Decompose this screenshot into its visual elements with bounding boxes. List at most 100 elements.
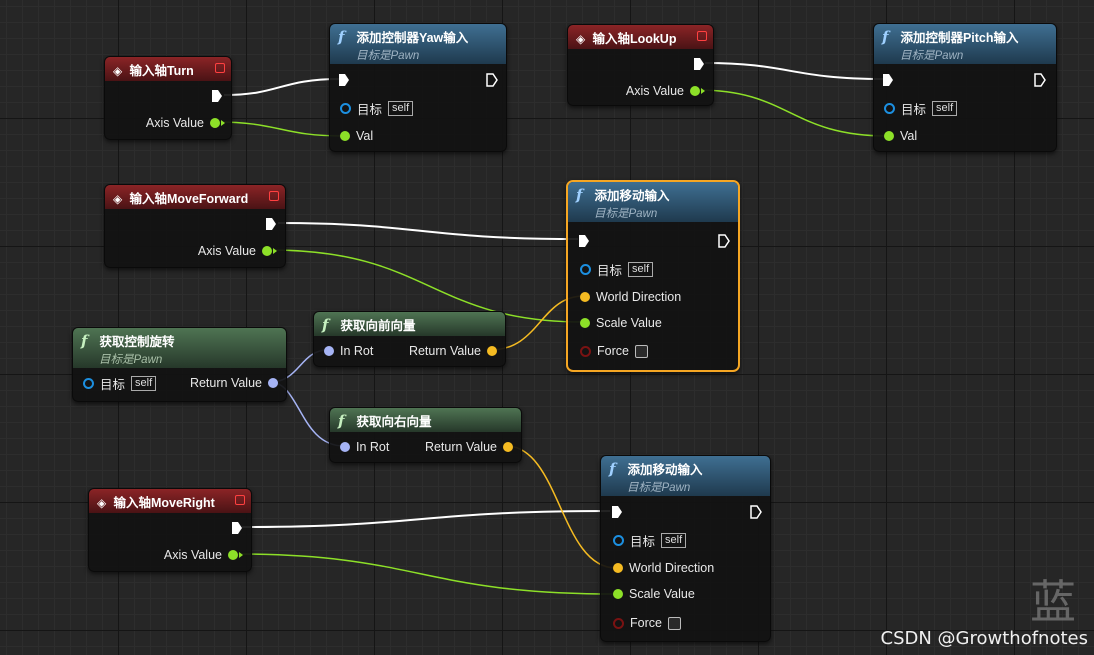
exec-in-pin[interactable]: [338, 73, 350, 87]
exec-out-pin[interactable]: [231, 521, 243, 535]
float-in-pin[interactable]: [340, 131, 350, 141]
target-row: 目标 self: [580, 260, 654, 278]
node-subtitle: 目标是Pawn: [627, 482, 691, 494]
node-header[interactable]: f 获取向前向量: [314, 312, 505, 336]
exec-wire-lookup-pitch: [704, 62, 885, 80]
pin-label: Val: [900, 129, 918, 143]
rotator-out-pin[interactable]: [268, 378, 278, 388]
target-pin[interactable]: [884, 102, 895, 114]
float-out-pin[interactable]: [228, 550, 238, 560]
exec-in-pin[interactable]: [882, 73, 894, 87]
pin-label: In Rot: [356, 440, 390, 454]
event-output-delegate-icon[interactable]: [697, 31, 707, 41]
vector-in-pin[interactable]: [613, 563, 623, 573]
rotator-in-pin[interactable]: [340, 442, 350, 452]
target-row: 目标 self: [340, 99, 414, 117]
float-out-pin[interactable]: [262, 246, 272, 256]
float-out-pin[interactable]: [210, 118, 220, 128]
exec-out-row: [265, 215, 277, 233]
val-row: Val: [340, 127, 373, 145]
exec-out-row: [211, 87, 223, 105]
pin-label: Axis Value: [145, 116, 204, 130]
get-forward-vector-node[interactable]: f 获取向前向量 In Rot Return Value: [313, 311, 506, 367]
float-out-pin[interactable]: [690, 86, 700, 96]
pin-label: Force: [630, 616, 662, 630]
bool-in-pin[interactable]: [580, 345, 591, 357]
pin-label: Return Value: [408, 344, 481, 358]
exec-out-row: [693, 55, 705, 73]
self-default-value: self: [932, 100, 958, 116]
exec-out-pin[interactable]: [750, 505, 762, 519]
node-title: 输入轴MoveForward: [129, 192, 249, 206]
node-subtitle: 目标是Pawn: [356, 50, 420, 62]
add-movement-input-node-forward[interactable]: f 添加移动输入 目标是Pawn 目标 self World Direction…: [566, 180, 740, 372]
target-pin[interactable]: [83, 377, 94, 389]
axis-value-row: Axis Value: [164, 546, 243, 564]
node-header[interactable]: f 添加控制器Pitch输入 目标是Pawn: [874, 24, 1056, 64]
exec-out-row: [750, 503, 762, 521]
node-header[interactable]: f 添加控制器Yaw输入 目标是Pawn: [330, 24, 506, 64]
add-controller-pitch-input-node[interactable]: f 添加控制器Pitch输入 目标是Pawn 目标 self Val: [873, 23, 1057, 152]
exec-in-pin[interactable]: [611, 505, 623, 519]
node-title: 获取向右向量: [356, 415, 432, 429]
input-axis-lookup-node[interactable]: ◈ 输入轴LookUp Axis Value: [567, 24, 714, 106]
event-diamond-icon: ◈: [113, 192, 123, 206]
float-in-pin[interactable]: [613, 589, 623, 599]
event-diamond-icon: ◈: [576, 32, 586, 46]
node-header[interactable]: ◈ 输入轴MoveRight: [89, 489, 251, 513]
node-header[interactable]: f 获取控制旋转 目标是Pawn: [73, 328, 286, 368]
node-header[interactable]: ◈ 输入轴LookUp: [568, 25, 713, 49]
node-title: 输入轴Turn: [129, 64, 194, 78]
event-diamond-icon: ◈: [113, 64, 123, 78]
exec-in-pin[interactable]: [578, 234, 590, 248]
vector-out-pin[interactable]: [487, 346, 497, 356]
node-title: 获取控制旋转: [99, 335, 175, 349]
add-movement-input-node-right[interactable]: f 添加移动输入 目标是Pawn 目标 self World Direction…: [600, 455, 771, 642]
target-pin[interactable]: [613, 534, 624, 546]
get-control-rotation-node[interactable]: f 获取控制旋转 目标是Pawn 目标 self Return Value: [72, 327, 287, 402]
self-default-value: self: [388, 100, 414, 116]
exec-out-pin[interactable]: [265, 217, 277, 231]
exec-out-pin[interactable]: [211, 89, 223, 103]
target-pin[interactable]: [340, 102, 351, 114]
force-checkbox[interactable]: [634, 344, 648, 358]
pin-label: Val: [356, 129, 374, 143]
exec-out-pin[interactable]: [693, 57, 705, 71]
force-row: Force: [613, 614, 681, 632]
rotator-in-pin[interactable]: [324, 346, 334, 356]
target-pin[interactable]: [580, 263, 591, 275]
pin-label: Return Value: [189, 376, 262, 390]
node-title: 添加控制器Pitch输入: [900, 31, 1019, 45]
get-right-vector-node[interactable]: f 获取向右向量 In Rot Return Value: [329, 407, 522, 463]
force-checkbox[interactable]: [667, 616, 681, 630]
exec-out-pin[interactable]: [1034, 73, 1046, 87]
event-output-delegate-icon[interactable]: [235, 495, 245, 505]
exec-out-pin[interactable]: [486, 73, 498, 87]
input-axis-moveright-node[interactable]: ◈ 输入轴MoveRight Axis Value: [88, 488, 252, 572]
node-header[interactable]: ◈ 输入轴MoveForward: [105, 185, 285, 209]
input-axis-turn-node[interactable]: ◈ 输入轴Turn Axis Value: [104, 56, 232, 140]
add-controller-yaw-input-node[interactable]: f 添加控制器Yaw输入 目标是Pawn 目标 self Val: [329, 23, 507, 152]
exec-out-pin[interactable]: [718, 234, 730, 248]
pin-label: 目标: [597, 263, 623, 278]
axis-value-row: Axis Value: [146, 114, 225, 132]
world-direction-row: World Direction: [613, 559, 714, 577]
watermark-text: CSDN @Growthofnotes: [880, 628, 1088, 649]
bool-in-pin[interactable]: [613, 617, 624, 629]
float-wire-lookup-pitch: [697, 89, 889, 137]
exec-wire-turn-yaw: [223, 78, 341, 96]
event-output-delegate-icon[interactable]: [215, 63, 225, 73]
float-in-pin[interactable]: [884, 131, 894, 141]
event-output-delegate-icon[interactable]: [269, 191, 279, 201]
node-header[interactable]: f 添加移动输入 目标是Pawn: [568, 182, 738, 222]
node-subtitle: 目标是Pawn: [99, 354, 163, 366]
node-header[interactable]: f 添加移动输入 目标是Pawn: [601, 456, 770, 496]
node-header[interactable]: f 获取向右向量: [330, 408, 521, 432]
target-row: 目标 self: [884, 99, 958, 117]
node-header[interactable]: ◈ 输入轴Turn: [105, 57, 231, 81]
self-default-value: self: [628, 261, 654, 277]
input-axis-moveforward-node[interactable]: ◈ 输入轴MoveForward Axis Value: [104, 184, 286, 268]
vector-out-pin[interactable]: [503, 442, 513, 452]
float-in-pin[interactable]: [580, 318, 590, 328]
vector-in-pin[interactable]: [580, 292, 590, 302]
